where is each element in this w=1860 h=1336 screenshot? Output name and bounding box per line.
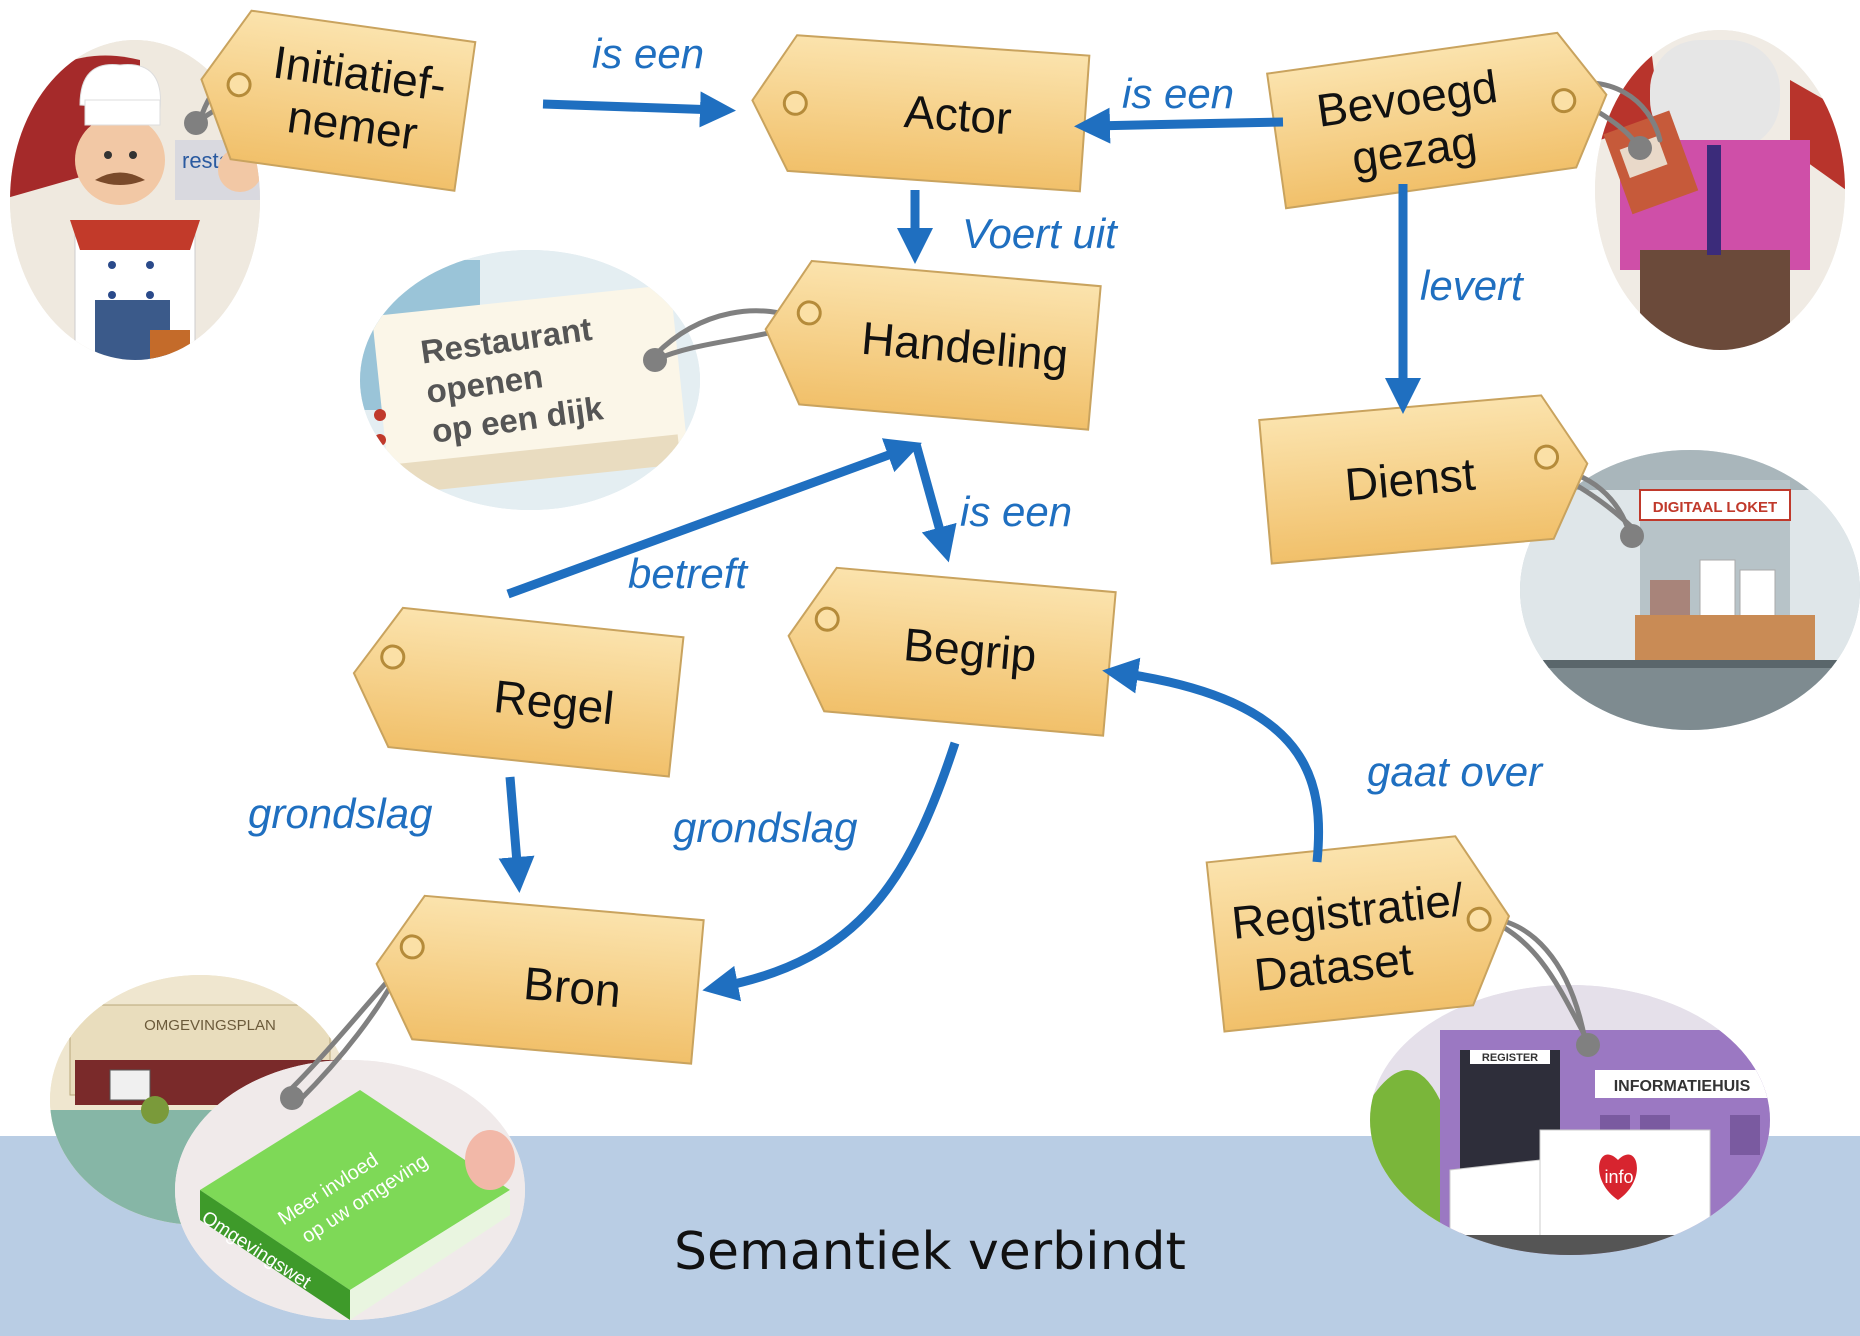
label-betreft: betreft [628, 550, 749, 597]
tag-regel: Regel [352, 606, 685, 778]
tag-initiatiefnemer: Initiatief- nemer [200, 9, 477, 192]
register-sign: REGISTER [1482, 1052, 1538, 1064]
informatiehuis-illustration: REGISTER INFORMATIEHUIS info [1370, 985, 1770, 1255]
tag-actor-label: Actor [903, 85, 1014, 144]
label-grondslag-1: grondslag [248, 790, 432, 837]
label-is-een-2: is een [1122, 70, 1234, 117]
info-heart-text: info [1604, 1167, 1633, 1187]
string-weights [184, 111, 1652, 1110]
arrow-regel-handeling [506, 438, 922, 599]
omgevingswet-book-illustration: Meer invloed op uw omgeving Omgevingswet [175, 1060, 525, 1320]
label-voert-uit: Voert uit [962, 210, 1119, 257]
label-is-een-1: is een [592, 30, 704, 77]
chef-illustration: restau [10, 40, 260, 360]
digitaal-loket-illustration: DIGITAAL LOKET [1520, 450, 1860, 730]
arrow-initiatiefnemer-actor [542, 91, 736, 128]
tag-begrip-label: Begrip [902, 618, 1039, 681]
tag-registratie: Registratie/ Dataset [1205, 835, 1511, 1033]
omgevingsplan-title: OMGEVINGSPLAN [144, 1017, 276, 1034]
arrow-begrip-bron [702, 741, 960, 1002]
tag-bron: Bron [375, 894, 705, 1065]
tag-actor: Actor [751, 34, 1091, 193]
arrow-handeling-begrip [911, 442, 957, 563]
label-levert: levert [1420, 262, 1525, 309]
tag-bron-label: Bron [522, 957, 623, 1017]
label-gaat-over: gaat over [1367, 748, 1544, 795]
tag-dienst-label: Dienst [1343, 448, 1478, 511]
tag-begrip: Begrip [787, 566, 1117, 737]
label-is-een-3: is een [960, 488, 1072, 535]
official-illustration [1595, 30, 1845, 350]
tag-regel-label: Regel [491, 670, 616, 734]
footer-title: Semantiek verbindt [674, 1222, 1186, 1282]
label-grondslag-2: grondslag [673, 804, 857, 851]
arrow-regel-bron [498, 776, 535, 893]
relation-arrows [498, 91, 1421, 1002]
loket-sign: DIGITAAL LOKET [1653, 499, 1777, 516]
restaurant-card-illustration: Restaurant openen op een dijk [360, 250, 700, 510]
tag-handeling: Handeling [764, 259, 1102, 431]
tag-bevoegd-gezag: Bevoegd gezag [1266, 31, 1608, 210]
informatiehuis-sign: INFORMATIEHUIS [1614, 1078, 1751, 1095]
tag-dienst: Dienst [1258, 394, 1589, 565]
arrow-registratie-begrip [1102, 657, 1324, 863]
arrow-bevoegd-gezag-actor [1074, 107, 1284, 144]
